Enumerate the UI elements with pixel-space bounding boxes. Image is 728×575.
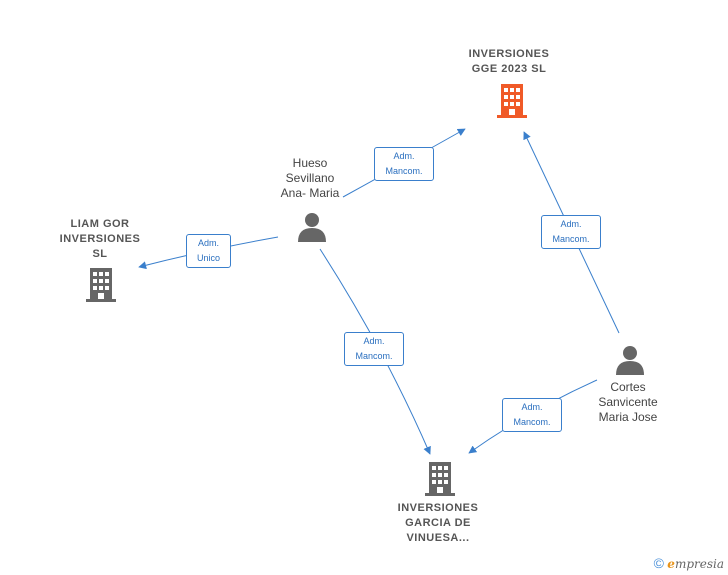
building-icon[interactable]	[85, 268, 117, 302]
liam-label-line2: INVERSIONES	[59, 233, 141, 245]
cortes-label-line3: Maria Jose	[598, 410, 658, 424]
copyright-icon: ©	[653, 555, 664, 571]
gge-label-line2: GGE 2023 SL	[471, 63, 547, 75]
person-icon[interactable]	[615, 345, 645, 375]
brand-rest: mpresia	[674, 557, 724, 571]
hueso-label-line2: Sevillano	[285, 171, 335, 185]
badge-line1: Adm.	[521, 402, 543, 412]
brand-first-letter: e	[667, 557, 675, 571]
garcia-label-line2: GARCIA DE	[405, 517, 471, 529]
badge-line1: Adm.	[560, 219, 582, 229]
company-label-liam[interactable]: LIAM GOR INVERSIONES SL	[40, 217, 160, 262]
edge-badge-hueso-liam[interactable]: Adm. Unico	[186, 234, 231, 268]
hueso-label-line1: Hueso	[292, 156, 328, 170]
badge-line1: Adm.	[393, 151, 415, 161]
company-label-garcia[interactable]: INVERSIONES GARCIA DE VINUESA...	[378, 501, 498, 546]
company-label-gge[interactable]: INVERSIONES GGE 2023 SL	[449, 47, 569, 77]
badge-line2: Mancom.	[513, 417, 551, 427]
building-icon[interactable]	[496, 84, 528, 118]
edge-badge-hueso-garcia[interactable]: Adm. Mancom.	[344, 332, 404, 366]
cortes-label-line2: Sanvicente	[598, 395, 658, 409]
badge-line2: Unico	[196, 253, 220, 263]
liam-label-line3: SL	[92, 248, 108, 260]
cortes-label-line1: Cortes	[610, 380, 646, 394]
person-icon[interactable]	[297, 212, 327, 242]
footer-brand: © empresia	[654, 555, 724, 571]
edge-badge-cortes-garcia[interactable]: Adm. Mancom.	[502, 398, 562, 432]
badge-line1: Adm.	[197, 238, 219, 248]
hueso-label-line3: Ana- Maria	[280, 186, 340, 200]
badge-line2: Mancom.	[385, 166, 423, 176]
edge-badge-hueso-gge[interactable]: Adm. Mancom.	[374, 147, 434, 181]
badge-line2: Mancom.	[552, 234, 590, 244]
liam-label-line1: LIAM GOR	[70, 218, 130, 230]
badge-line1: Adm.	[363, 336, 385, 346]
person-label-cortes[interactable]: Cortes Sanvicente Maria Jose	[578, 380, 678, 425]
badge-line2: Mancom.	[355, 351, 393, 361]
gge-label-line1: INVERSIONES	[468, 48, 550, 60]
person-label-hueso[interactable]: Hueso Sevillano Ana- Maria	[260, 156, 360, 201]
building-icon[interactable]	[424, 462, 456, 496]
garcia-label-line1: INVERSIONES	[397, 502, 479, 514]
garcia-label-line3: VINUESA...	[406, 532, 470, 544]
brand-logo: empresia	[667, 557, 724, 571]
edge-badge-cortes-gge[interactable]: Adm. Mancom.	[541, 215, 601, 249]
